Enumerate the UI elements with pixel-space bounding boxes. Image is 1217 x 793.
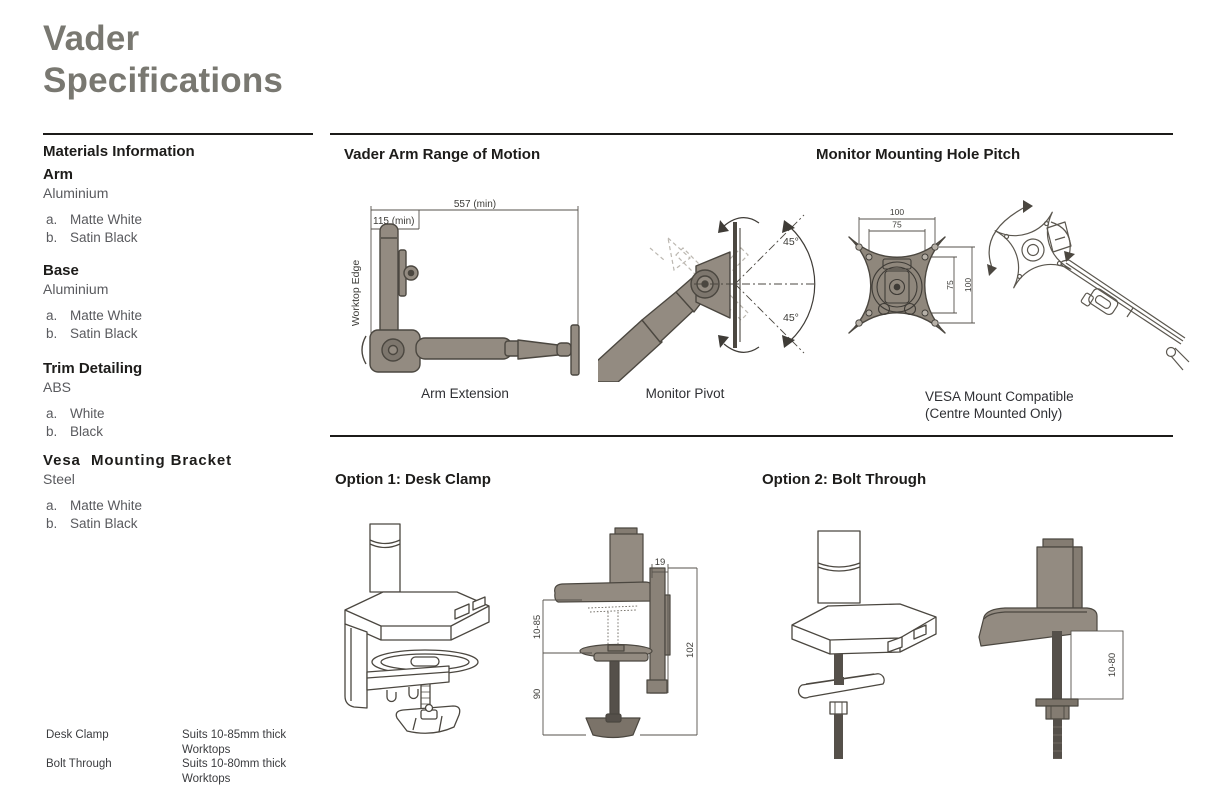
material-option: a.White — [46, 406, 105, 421]
dim-label-min: 115 (min) — [373, 216, 415, 227]
dim-10-80-label: 10-80 — [1107, 653, 1118, 677]
material-option: b.Satin Black — [46, 326, 138, 341]
material-section-vesa-bracket: Vesa Mounting Bracket Steel a.Matte Whit… — [43, 451, 315, 533]
arrowheads — [987, 200, 1075, 276]
material-type: ABS — [43, 379, 72, 395]
tilted-vesa-plate — [994, 211, 1072, 289]
arm-rotation-diagram — [987, 200, 1190, 371]
dimension-box: 10-80 — [1070, 630, 1124, 700]
material-type: Steel — [43, 471, 75, 487]
material-option: a.Matte White — [46, 212, 143, 227]
dim-10-85-label: 10-85 — [532, 615, 543, 639]
material-name: Base — [43, 262, 79, 279]
page-title-line1: Vader — [43, 19, 140, 58]
arm-extension-caption: Arm Extension — [421, 386, 509, 401]
note-label: Desk Clamp — [46, 729, 109, 741]
arrowheads — [718, 220, 795, 348]
vesa-caption: VESA Mount Compatible (Centre Mounted On… — [925, 389, 1074, 421]
pitch-75-v-label: 75 — [945, 280, 955, 290]
bolt-section-drawing — [978, 538, 1098, 647]
note-value: Suits 10-80mm thick Worktops — [182, 758, 287, 785]
material-type: Aluminium — [43, 185, 109, 201]
material-name: Vesa Mounting Bracket — [43, 452, 233, 469]
desk-clamp-iso-diagram — [344, 523, 490, 734]
pitch-75-h-label: 75 — [892, 220, 902, 230]
desk-clamp-section-diagram: 19 10-85 102 90 — [532, 527, 698, 739]
arm-extension-diagram: 557 (min) 115 (min) Worktop Edge — [350, 199, 580, 376]
arm-side-drawing — [598, 251, 731, 382]
option2-heading: Option 2: Bolt Through — [762, 471, 927, 488]
material-option: a.Matte White — [46, 308, 143, 323]
range-of-motion-heading: Vader Arm Range of Motion — [344, 146, 541, 163]
vesa-plate-diagram: 100 75 75 100 — [848, 207, 975, 334]
dim-19-label: 19 — [655, 557, 666, 568]
clamp-section-drawing — [554, 527, 671, 739]
note-value: Suits 10-85mm thick Worktops — [182, 729, 287, 756]
material-name: Arm — [43, 166, 74, 183]
material-section-arm: Arm Aluminium a.Matte White b.Satin Blac… — [43, 165, 315, 247]
monitor-pivot-caption: Monitor Pivot — [645, 386, 725, 401]
angle-down-label: 45° — [783, 312, 799, 324]
arm-top-view-drawing — [361, 223, 580, 376]
dimension-lines — [542, 564, 698, 736]
hidden-thread-lines — [587, 605, 639, 646]
material-section-base: Base Aluminium a.Matte White b.Satin Bla… — [43, 261, 315, 343]
material-option: b.Black — [46, 424, 104, 439]
materials-heading: Materials Information — [43, 143, 195, 160]
vesa-plate-drawing — [848, 236, 946, 334]
mounting-pitch-heading: Monitor Mounting Hole Pitch — [816, 146, 1021, 163]
material-section-trim: Trim Detailing ABS a.White b.Black — [43, 359, 315, 441]
bolt-through-iso-diagram — [791, 530, 937, 759]
option1-heading: Option 1: Desk Clamp — [335, 471, 491, 488]
monitor-pivot-diagram: 45° 45° — [598, 214, 816, 382]
page-title-line2: Specifications — [43, 61, 284, 100]
material-type: Aluminium — [43, 281, 109, 297]
dimension-lines — [858, 217, 975, 324]
sidebar-divider — [43, 133, 313, 135]
main-divider-top — [330, 133, 1173, 135]
angle-up-label: 45° — [783, 236, 799, 248]
worktop-edge-label: Worktop Edge — [350, 260, 362, 327]
page-title: Vader Specifications — [43, 18, 283, 102]
main-divider-middle — [330, 435, 1173, 437]
material-option: b.Satin Black — [46, 516, 138, 531]
material-option: b.Satin Black — [46, 230, 138, 245]
bolt-through-section-diagram: 10-80 — [978, 538, 1124, 759]
note-label: Bolt Through — [46, 758, 112, 770]
material-option: a.Matte White — [46, 498, 143, 513]
pitch-100-h-label: 100 — [890, 207, 904, 217]
pitch-100-v-label: 100 — [963, 278, 973, 292]
dim-label-reach: 557 (min) — [454, 199, 496, 210]
dim-102-label: 102 — [685, 642, 696, 658]
material-name: Trim Detailing — [43, 360, 143, 377]
worktop-notes-table: Desk Clamp Suits 10-85mm thick Worktops … — [46, 728, 300, 786]
dim-90-label: 90 — [532, 689, 543, 700]
